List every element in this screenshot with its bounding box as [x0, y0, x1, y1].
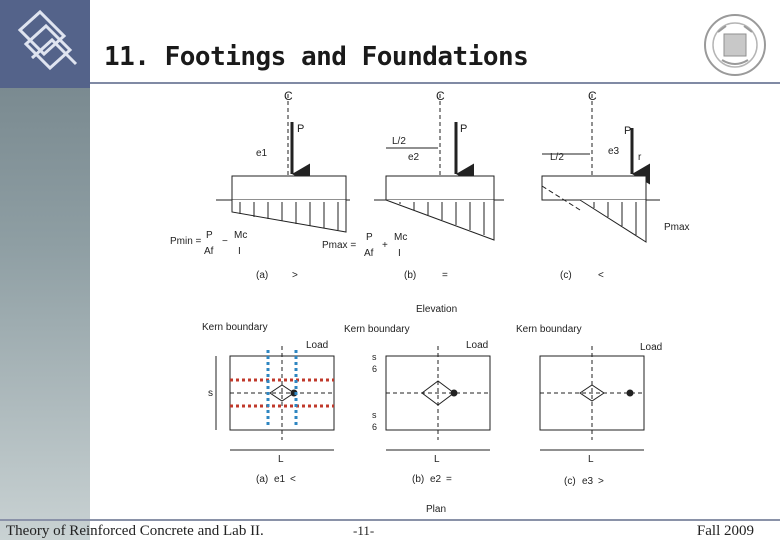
footer-course: Theory of Reinforced Concrete and Lab II… — [6, 523, 264, 539]
elev-tag-a: (a) — [256, 270, 268, 281]
side-bar — [0, 0, 90, 540]
eq-min-lhs: Pmin = — [170, 236, 202, 247]
slide-title: 11. Footings and Foundations — [104, 42, 529, 72]
kern-label-a: Kern boundary — [202, 322, 268, 333]
load-a: P — [297, 123, 304, 135]
footer-term: Fall 2009 — [696, 523, 754, 539]
r-label-c: r — [638, 152, 642, 163]
centerline-b: C — [436, 89, 445, 103]
presentation-logo — [0, 0, 90, 88]
plan-case-a — [215, 346, 335, 451]
plan-e-c: e3 — [582, 476, 594, 487]
ecc-b: e2 — [408, 152, 420, 163]
slide-footer: Theory of Reinforced Concrete and Lab II… — [0, 519, 780, 540]
load-label-c: Load — [640, 342, 662, 353]
footing-pressure-figure: C P e1 C L/2 P e2 C L/2 P e3 r Pmax Pmin… — [170, 89, 690, 515]
elevation-case-c — [541, 94, 660, 243]
p-max-label-c: Pmax — [664, 222, 690, 233]
overlay-lines — [230, 350, 334, 428]
plan-e-a: e1 — [274, 474, 286, 485]
ecc-c: e3 — [608, 146, 620, 157]
plan-case-b — [385, 346, 491, 451]
eq-min-op: − — [222, 236, 228, 247]
plan-case-c — [539, 346, 645, 451]
eq-min-mnum: Mc — [234, 230, 247, 241]
elev-tag-b: (b) — [404, 270, 416, 281]
L-label-c: L — [588, 454, 594, 465]
centerline-c: C — [588, 89, 597, 103]
load-label-b: Load — [466, 340, 488, 351]
eq-max-mden: I — [398, 248, 401, 259]
plan-op-a: < — [290, 474, 296, 485]
kern-label-b: Kern boundary — [344, 324, 410, 335]
L-label-a: L — [278, 454, 284, 465]
plan-e-b: e2 — [430, 474, 442, 485]
six-bottom: 6 — [372, 422, 377, 432]
eq-max-pnum: P — [366, 232, 373, 243]
plan-captions: (a) e1 < (b) e2 = (c) e3 > — [256, 474, 604, 487]
elevation-heading: Elevation — [416, 304, 457, 315]
eq-min-pden: Af — [204, 246, 214, 257]
university-seal-icon — [704, 14, 766, 76]
six-top: 6 — [372, 364, 377, 374]
load-c: P — [624, 125, 631, 137]
plan-tag-c: (c) — [564, 476, 576, 487]
eq-min-pnum: P — [206, 230, 213, 241]
L-label-b: L — [434, 454, 440, 465]
elevation-case-b — [374, 94, 504, 241]
plan-heading: Plan — [426, 504, 446, 515]
plan-tag-a: (a) — [256, 474, 268, 485]
elev-tag-c: (c) — [560, 270, 572, 281]
eq-max-op: + — [382, 240, 388, 251]
eq-max-mnum: Mc — [394, 232, 407, 243]
eq-min-mden: I — [238, 246, 241, 257]
footer-rule — [0, 519, 780, 521]
logo-graphic-icon — [17, 9, 78, 71]
eq-max-lhs: Pmax = — [322, 240, 356, 251]
plan-op-c: > — [598, 476, 604, 487]
plan-op-b: = — [446, 474, 452, 485]
s-over-6-top: s — [372, 352, 377, 362]
load-label-a: Load — [306, 340, 328, 351]
elevation-captions: (a) > (b) = (c) < — [256, 270, 604, 281]
half-length-c: L/2 — [550, 152, 564, 163]
elev-op-c: < — [598, 270, 604, 281]
title-rule — [90, 82, 780, 84]
half-length-b: L/2 — [392, 136, 406, 147]
eq-max-pden: Af — [364, 248, 374, 259]
kern-label-c: Kern boundary — [516, 324, 582, 335]
ecc-a: e1 — [256, 148, 268, 159]
s-label-a: s — [208, 388, 213, 399]
elev-op-a: > — [292, 270, 298, 281]
elev-op-b: = — [442, 270, 448, 281]
elevation-case-a — [216, 94, 350, 233]
load-b: P — [460, 123, 467, 135]
plan-tag-b: (b) — [412, 474, 424, 485]
footer-page-number: -11- — [353, 523, 375, 538]
s-over-6-bottom: s — [372, 410, 377, 420]
centerline-a: C — [284, 89, 293, 103]
